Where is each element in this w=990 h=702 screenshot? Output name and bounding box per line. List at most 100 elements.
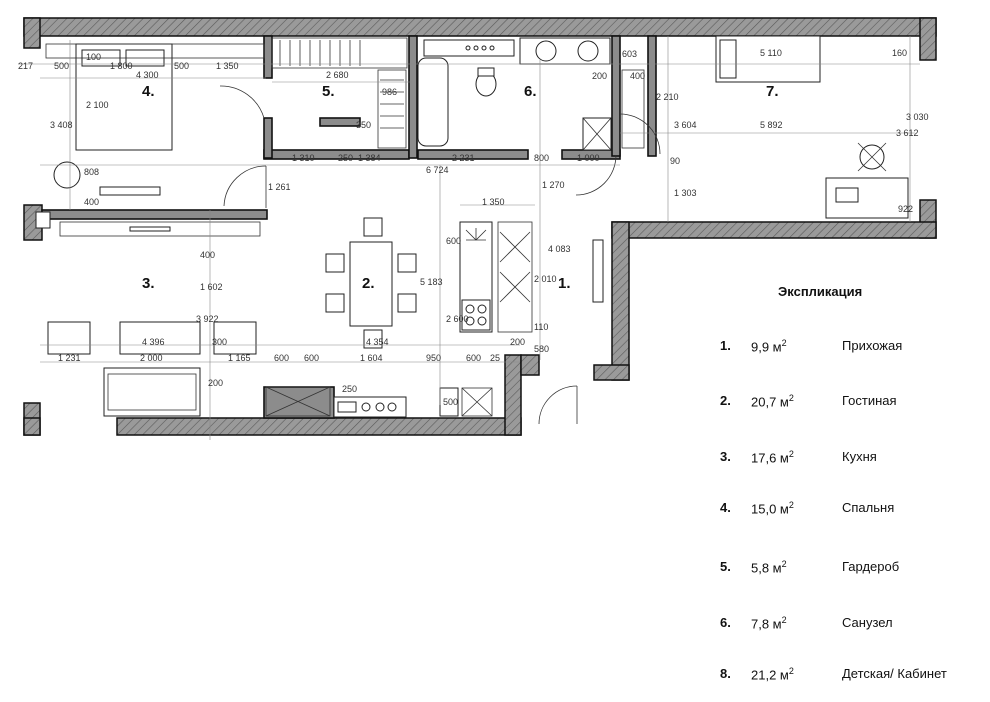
dim-2100: 2 100 xyxy=(86,100,109,110)
dim-1000: 1 000 xyxy=(577,153,600,163)
dim-6724: 6 724 xyxy=(426,165,449,175)
dim-2600: 2 600 xyxy=(446,314,469,324)
dim-300: 300 xyxy=(212,337,227,347)
kitchen-cabinets xyxy=(265,386,493,418)
partitions xyxy=(41,35,657,419)
room-area: 15,0 м2 xyxy=(751,500,794,517)
room-area: 5,8 м2 xyxy=(751,559,787,576)
dim-600: 600 xyxy=(274,353,289,363)
dim-3922: 3 922 xyxy=(196,314,219,324)
legend-title: Экспликация xyxy=(778,284,863,299)
legend-row: 5. 5,8 м2 Гардероб xyxy=(700,559,990,579)
dim-5892: 5 892 xyxy=(760,120,783,130)
dim-2231: 2 231 xyxy=(452,153,475,163)
room-number: 8. xyxy=(720,666,731,681)
armchair-right xyxy=(213,321,257,355)
entrance-door xyxy=(538,385,578,425)
room-name: Гардероб xyxy=(842,559,900,574)
dim-2680: 2 680 xyxy=(326,70,349,80)
outer-walls xyxy=(23,17,937,436)
dim-580: 580 xyxy=(534,344,549,354)
dim-400: 400 xyxy=(630,71,645,81)
sofa xyxy=(103,367,201,417)
room-area: 7,8 м2 xyxy=(751,615,787,632)
laptop-icon xyxy=(835,187,859,203)
dim-1384: 1 384 xyxy=(358,153,381,163)
dim-500: 500 xyxy=(54,61,69,71)
dim-4300: 4 300 xyxy=(136,70,159,80)
dim-1602: 1 602 xyxy=(200,282,223,292)
room-label-1: 1. xyxy=(558,275,571,292)
dim-4396: 4 396 xyxy=(142,337,165,347)
dim-350: 350 xyxy=(356,120,371,130)
tv-unit xyxy=(59,221,261,237)
dim-603: 603 xyxy=(622,49,637,59)
room-area: 9,9 м2 xyxy=(751,338,787,355)
dim-600: 600 xyxy=(304,353,319,363)
dim-200: 200 xyxy=(592,71,607,81)
round-chair xyxy=(53,161,81,189)
furniture xyxy=(35,35,909,425)
room-name: Кухня xyxy=(842,449,877,464)
dim-217: 217 xyxy=(18,61,33,71)
armchair-left xyxy=(47,321,91,355)
room-number: 2. xyxy=(720,393,731,408)
dim-5110: 5 110 xyxy=(760,48,782,58)
dim-600: 600 xyxy=(466,353,481,363)
dimension-labels: 217 500 1 800 500 1 350 4 300 2 680 986 … xyxy=(18,48,929,407)
dim-100: 100 xyxy=(86,52,101,62)
legend-row: 4. 15,0 м2 Спальня xyxy=(700,500,990,520)
dim-1303: 1 303 xyxy=(674,188,697,198)
room-name: Детская/ Кабинет xyxy=(842,666,947,681)
dim-250: 250 xyxy=(338,153,353,163)
bathroom-fixtures xyxy=(417,37,645,151)
room-labels: 1. 2. 3. 4. 5. 6. 7. xyxy=(142,83,779,292)
dim-500: 500 xyxy=(174,61,189,71)
dim-1231: 1 231 xyxy=(58,353,81,363)
room-name: Санузел xyxy=(842,615,893,630)
dim-808: 808 xyxy=(84,167,99,177)
dim-200: 200 xyxy=(510,337,525,347)
room-number: 6. xyxy=(720,615,731,630)
room-label-7: 7. xyxy=(766,83,779,100)
dim-500: 500 xyxy=(443,397,458,407)
dim-1800: 1 800 xyxy=(110,61,133,71)
legend-row: 1. 9,9 м2 Прихожая xyxy=(700,338,990,358)
room-label-3: 3. xyxy=(142,275,155,292)
wardrobe-shelves xyxy=(271,37,408,149)
dim-922: 922 xyxy=(898,204,913,214)
dim-3612: 3 612 xyxy=(896,128,919,138)
room-number: 4. xyxy=(720,500,731,515)
living-furniture xyxy=(35,211,261,417)
entrance-fixtures xyxy=(459,154,617,425)
room-name: Прихожая xyxy=(842,338,903,353)
dim-1604: 1 604 xyxy=(360,353,383,363)
dim-1350: 1 350 xyxy=(216,61,239,71)
dim-250: 250 xyxy=(342,384,357,394)
dim-2210: 2 210 xyxy=(656,92,679,102)
dim-3604: 3 604 xyxy=(674,120,697,130)
dim-950: 950 xyxy=(426,353,441,363)
dim-5183: 5 183 xyxy=(420,277,443,287)
dim-600: 600 xyxy=(446,236,461,246)
room-number: 5. xyxy=(720,559,731,574)
room-area: 20,7 м2 xyxy=(751,393,794,410)
cooktop xyxy=(461,299,491,331)
room-label-4: 4. xyxy=(142,83,155,100)
dim-4083: 4 083 xyxy=(548,244,571,254)
dim-800: 800 xyxy=(534,153,549,163)
wall-socket xyxy=(35,211,51,229)
dim-160: 160 xyxy=(892,48,907,58)
dim-3030: 3 030 xyxy=(906,112,929,122)
hall-shelf xyxy=(592,239,604,303)
dim-2000: 2 000 xyxy=(140,353,163,363)
room-name: Гостиная xyxy=(842,393,897,408)
room-area: 21,2 м2 xyxy=(751,666,794,683)
dining-set xyxy=(325,217,417,349)
legend-row: 6. 7,8 м2 Санузел xyxy=(700,615,990,635)
dim-986: 986 xyxy=(382,87,397,97)
dim-1165: 1 165 xyxy=(228,353,251,363)
dim-3408: 3 408 xyxy=(50,120,73,130)
dim-110: 110 xyxy=(534,322,548,332)
